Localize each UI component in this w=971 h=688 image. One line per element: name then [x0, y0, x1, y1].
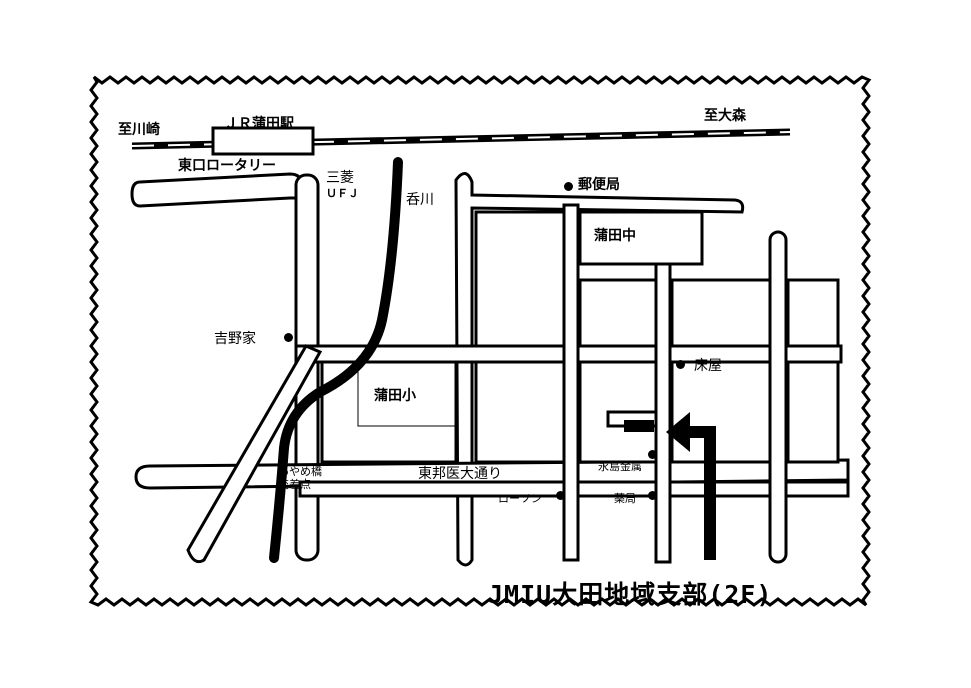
road-post-office [454, 172, 745, 567]
label-rotary: 東口ロータリー [178, 158, 276, 174]
label-pharmacy: 薬局 [614, 492, 636, 505]
road-lane-1 [562, 203, 580, 562]
post-office-marker [564, 182, 573, 191]
label-barber: 床屋 [694, 358, 722, 374]
label-nagashima: 永島金属 [598, 460, 642, 473]
label-street: 東邦医大通り [418, 466, 502, 482]
label-intersection-1: あやめ橋 [278, 465, 322, 478]
road-lane-3 [768, 230, 788, 564]
label-intersection-2: 交差点 [278, 478, 311, 491]
barber-marker [676, 360, 685, 369]
arrow-head [666, 412, 690, 452]
pharmacy-marker [648, 491, 657, 500]
city-blocks [320, 210, 840, 464]
road-lane-2 [654, 260, 672, 564]
nagashima-marker [648, 450, 657, 459]
label-to-kawasaki: 至川崎 [118, 122, 160, 138]
direction-arrow [688, 426, 716, 560]
label-river: 呑川 [406, 192, 434, 208]
label-lawson: ローソン [498, 492, 542, 505]
label-middle-school: 蒲田中 [594, 228, 636, 244]
school-outline [357, 368, 456, 427]
label-station: ＪＲ蒲田駅 [224, 116, 294, 132]
station-box [211, 126, 315, 156]
label-elementary-school: 蒲田小 [374, 388, 416, 404]
label-to-omori: 至大森 [704, 108, 746, 124]
lawson-marker [556, 491, 565, 500]
label-bank-1: 三菱 [326, 170, 354, 186]
label-bank-2: ＵＦＪ [326, 187, 359, 200]
label-yoshinoya: 吉野家 [214, 331, 256, 347]
map-title: JMIU大田地域支部(2F) [488, 580, 773, 609]
label-post-office: 郵便局 [578, 177, 620, 193]
destination-marker [624, 420, 654, 432]
road-diagonal [186, 344, 323, 564]
road-rotary [130, 172, 304, 208]
map-frame [88, 75, 872, 607]
river-nomi [269, 157, 403, 563]
yoshinoya-marker [284, 333, 293, 342]
